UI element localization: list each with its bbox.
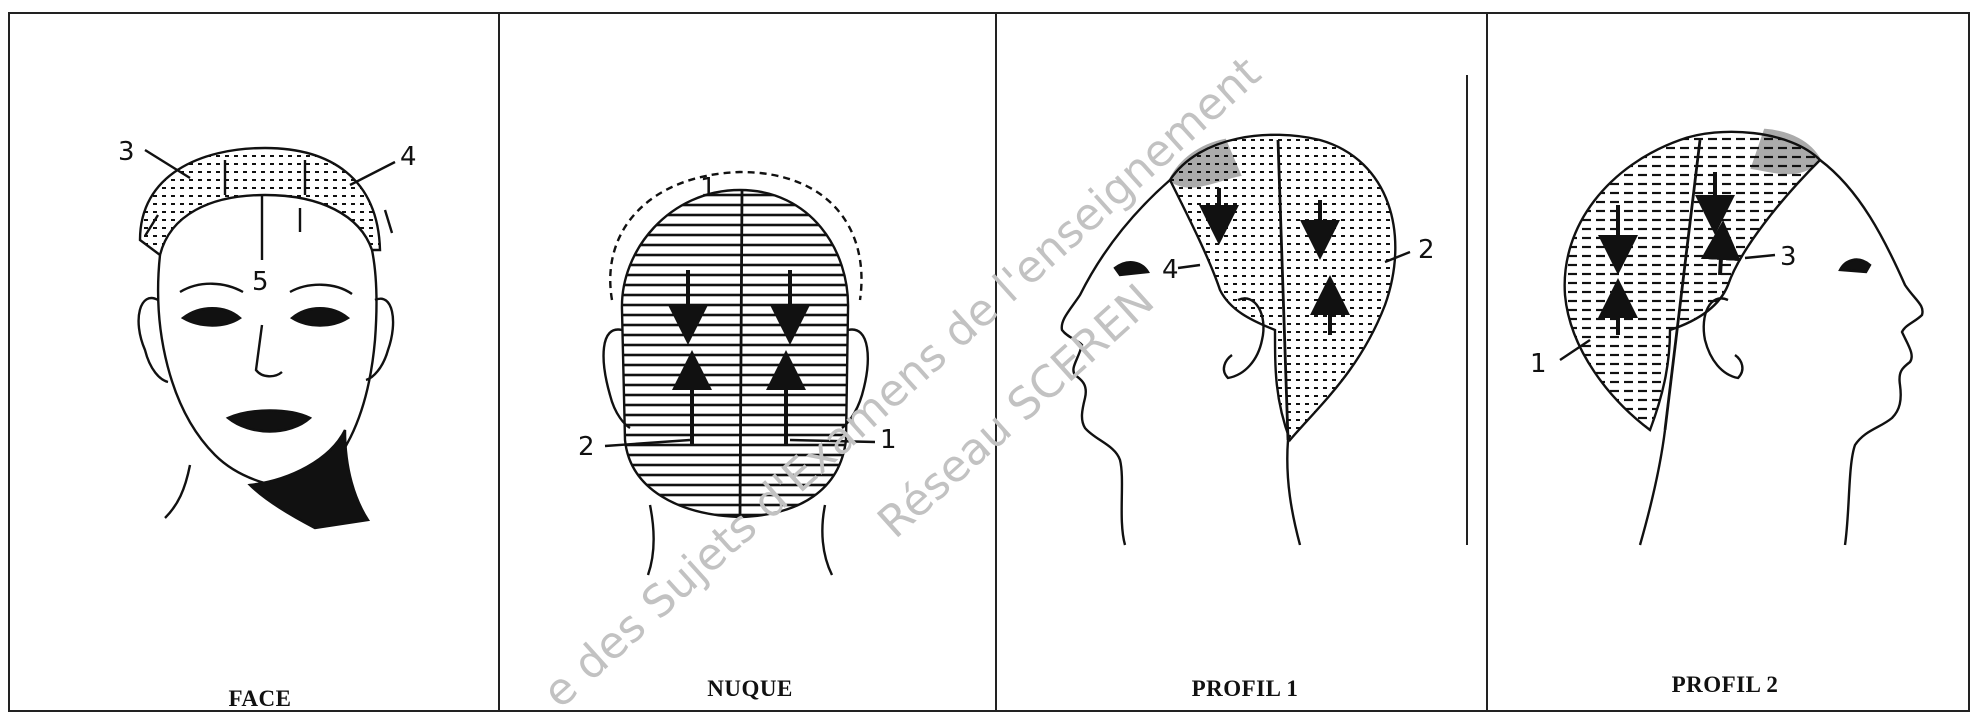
- face-label-5: 5: [252, 267, 269, 297]
- nuque-center-parting: [740, 190, 742, 517]
- nuque-neck-right: [822, 505, 832, 575]
- face-eye-right: [292, 308, 348, 325]
- face-neck-left: [165, 465, 190, 518]
- face-eye-left: [183, 308, 240, 325]
- profil1-label-2: 2: [1418, 235, 1435, 265]
- face-hair-zone: [140, 148, 380, 255]
- profil1-eye: [1115, 262, 1148, 275]
- nuque-neck-left: [648, 505, 654, 575]
- face-label-3: 3: [118, 137, 135, 167]
- profil2-hair-zone: [1565, 132, 1820, 430]
- profil2-forehead: [1820, 160, 1923, 545]
- nuque-label-2: 2: [578, 432, 595, 462]
- face-nose: [256, 325, 282, 376]
- profil2-hair-top: [1752, 130, 1820, 173]
- profil1-drawing: [1062, 135, 1410, 545]
- face-drawing: [139, 148, 395, 528]
- profil2-label-3: 3: [1780, 242, 1797, 272]
- profil1-label-4: 4: [1162, 255, 1179, 285]
- caption-profil-2: PROFIL 2: [1620, 672, 1830, 698]
- face-eyebrow-left: [180, 284, 243, 292]
- face-eyebrow-right: [290, 285, 352, 294]
- face-mouth: [228, 411, 310, 432]
- profil2-neck: [1640, 430, 1665, 545]
- profil2-drawing: [1560, 130, 1923, 545]
- nuque-label-1-right: 1: [880, 425, 897, 455]
- nuque-label-1-top: 1: [700, 173, 717, 203]
- profil1-neck: [1287, 440, 1300, 545]
- nuque-head: [622, 190, 848, 517]
- face-ear-right: [366, 299, 393, 380]
- caption-face: FACE: [165, 686, 355, 712]
- caption-profil-1: PROFIL 1: [1140, 676, 1350, 702]
- face-label-4: 4: [400, 142, 417, 172]
- profil2-label-1: 1: [1530, 349, 1547, 379]
- profil2-eye: [1840, 260, 1870, 272]
- caption-nuque: NUQUE: [650, 676, 850, 702]
- face-ear-left: [139, 298, 168, 382]
- profil1-forehead: [1062, 180, 1170, 545]
- nuque-drawing: [604, 172, 875, 575]
- face-jaw-shadow: [250, 430, 368, 528]
